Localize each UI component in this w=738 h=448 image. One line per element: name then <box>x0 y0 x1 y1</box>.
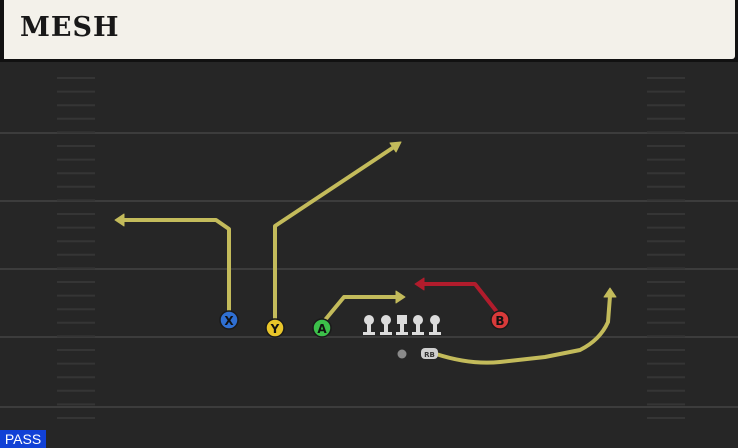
route-x <box>120 218 231 314</box>
field-turf <box>0 62 738 448</box>
receiver-x-label: X <box>224 314 234 328</box>
lineman-icon <box>412 315 424 335</box>
play-field: RB X Y A B <box>0 62 738 448</box>
route-b <box>420 282 499 314</box>
play-title: MESH <box>20 12 120 43</box>
route-rb <box>434 294 612 365</box>
a-button-icon[interactable]: A <box>312 318 332 338</box>
route-y <box>273 145 396 322</box>
yard-lines <box>0 132 738 408</box>
lineman-icon <box>429 315 441 335</box>
receiver-y-label: Y <box>270 322 280 336</box>
route-a <box>323 295 400 322</box>
route-x-arrowhead <box>114 213 125 227</box>
hash-marks-right <box>647 77 685 419</box>
route-a-arrowhead <box>395 290 406 304</box>
route-rb-arrowhead <box>603 287 617 298</box>
offensive-line <box>363 315 441 335</box>
b-button-icon[interactable]: B <box>490 310 510 330</box>
play-header: MESH <box>0 0 738 62</box>
running-back-icon[interactable]: RB <box>421 348 438 359</box>
receiver-a-label: A <box>317 322 327 336</box>
x-button-icon[interactable]: X <box>219 310 239 330</box>
center-icon <box>396 315 408 335</box>
lineman-icon <box>380 315 392 335</box>
play-header-panel: MESH <box>4 0 735 59</box>
running-back-label: RB <box>424 351 435 359</box>
route-b-arrowhead <box>414 277 425 291</box>
receiver-b-label: B <box>495 314 504 328</box>
hash-marks-left <box>57 77 95 419</box>
y-button-icon[interactable]: Y <box>265 318 285 338</box>
route-y-arrowhead <box>389 141 402 153</box>
lineman-icon <box>363 315 375 335</box>
quarterback-dot-icon <box>397 349 407 359</box>
play-type-badge: PASS <box>0 430 46 448</box>
